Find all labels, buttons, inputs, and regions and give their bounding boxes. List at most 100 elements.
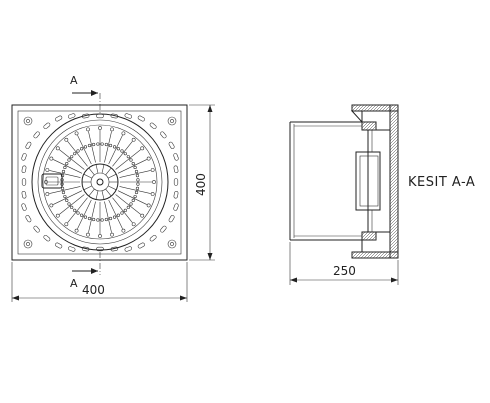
flange-hatch-line — [384, 105, 391, 112]
flange-hatch-line — [375, 104, 383, 112]
seat-hatch-line — [365, 231, 375, 241]
hub-spoke — [95, 164, 99, 174]
depth-arrow-left — [290, 277, 297, 283]
cover-spoke — [77, 135, 92, 165]
frame-slot — [173, 203, 179, 211]
corner-circle — [23, 239, 33, 249]
cover-inner-dot — [131, 162, 135, 166]
lifting-slot — [41, 173, 63, 189]
section-marker-bottom: A — [70, 277, 78, 290]
seat-hatch-line — [371, 235, 377, 241]
frame-slot — [160, 131, 167, 139]
cover-inner-dot — [134, 190, 139, 195]
frame-slot — [173, 178, 179, 186]
flange-hatch-line — [354, 251, 362, 259]
frame-slot — [21, 165, 27, 174]
flange-hatch-line — [389, 114, 399, 124]
cover-dot — [110, 127, 114, 132]
flange-hatch-line — [389, 153, 399, 163]
seat-hatch-line — [365, 121, 375, 131]
hub-spoke — [88, 188, 95, 197]
cover-dot — [152, 180, 156, 184]
section-marker-top: A — [70, 74, 78, 87]
cover-spoke — [119, 170, 151, 178]
flange-hatch-line — [389, 210, 399, 220]
flange-hatch-line — [389, 246, 399, 256]
flange-hatch-line — [384, 252, 391, 259]
cover-spoke — [104, 131, 112, 163]
cover-inner-dot — [108, 143, 113, 148]
frame-slot — [33, 225, 40, 233]
cover-inner-dot — [135, 186, 140, 190]
cover-spoke — [115, 194, 141, 215]
cover-inner-dot — [65, 162, 69, 166]
cover-inner-dot — [83, 215, 88, 219]
width-arrow-left — [12, 295, 19, 301]
hub-spoke — [105, 188, 112, 197]
flange-hatch-line — [389, 177, 399, 187]
depth-dim-text: 250 — [333, 264, 356, 278]
frame-slot — [33, 131, 40, 139]
seat-hatch-line — [368, 232, 377, 241]
cover-dot — [55, 146, 60, 151]
cover-inner-dot — [96, 142, 100, 146]
cover-boss-inner — [359, 155, 379, 207]
cover-spoke — [59, 149, 85, 170]
cover-dot — [45, 168, 50, 172]
flange-hatch-line — [389, 243, 399, 253]
cover-inner-dot — [123, 152, 127, 156]
flange-hatch-line — [389, 171, 399, 181]
cover-inner-dot — [96, 218, 100, 222]
cover-dot — [55, 213, 60, 218]
flange-hatch-line — [389, 219, 399, 229]
flange-hatch-line — [354, 104, 362, 112]
cover-spoke — [117, 190, 147, 205]
hub-spoke — [105, 167, 112, 176]
flange-hatch-line — [389, 123, 399, 133]
frame-slot — [124, 113, 132, 119]
cover-inner-dot — [116, 213, 120, 217]
cover-inner-dot — [133, 194, 137, 199]
frame-slot — [173, 153, 179, 161]
flange-hatch-line — [360, 251, 368, 259]
flange-hatch-line — [389, 192, 399, 202]
cover-section-body — [367, 129, 391, 233]
cover-spoke — [88, 201, 96, 233]
frame-slot — [168, 215, 175, 223]
flange-hatch-line — [389, 201, 399, 211]
cover-center — [96, 178, 104, 186]
flange-hatch-line — [389, 120, 399, 130]
cover-inner-dot — [73, 208, 77, 212]
flange-hatch-line — [387, 108, 391, 112]
flange-hatch-line — [369, 251, 377, 259]
seat-hatch-line — [371, 125, 377, 131]
cover-inner-dot — [136, 182, 140, 186]
flange-hatch-line — [363, 251, 371, 259]
flange-hatch-line — [389, 156, 399, 166]
flange-hatch-line — [389, 228, 399, 238]
seat-hatch-line — [361, 121, 366, 126]
cover-inner-dot — [116, 147, 120, 151]
flange-hatch-line — [351, 104, 356, 109]
cover-dot — [49, 156, 54, 161]
flange-hatch-line — [372, 251, 380, 259]
cover-dot — [150, 168, 155, 172]
section-view: 250 KESIT A-A — [289, 104, 475, 285]
flange-hatch-line — [372, 104, 380, 112]
flange-hatch-line — [351, 251, 359, 259]
flange-hatch-line — [389, 204, 399, 214]
flange-hatch-line — [378, 104, 386, 112]
cover-inner-dot — [100, 218, 104, 222]
flange-hatch-line — [389, 249, 399, 259]
cover-hatch — [361, 121, 377, 241]
lifting-slot-inner — [45, 176, 59, 186]
cover-boss — [355, 151, 381, 211]
hub-spoke — [101, 190, 105, 200]
flange-hatch-line — [389, 104, 397, 112]
cover-inner-dot — [104, 142, 108, 147]
frame-slot — [96, 246, 104, 252]
seat-hatch-line — [361, 231, 366, 236]
flange-hatch-line — [389, 222, 399, 232]
frame-slot — [21, 203, 27, 211]
flange-hatch-line — [389, 186, 399, 196]
